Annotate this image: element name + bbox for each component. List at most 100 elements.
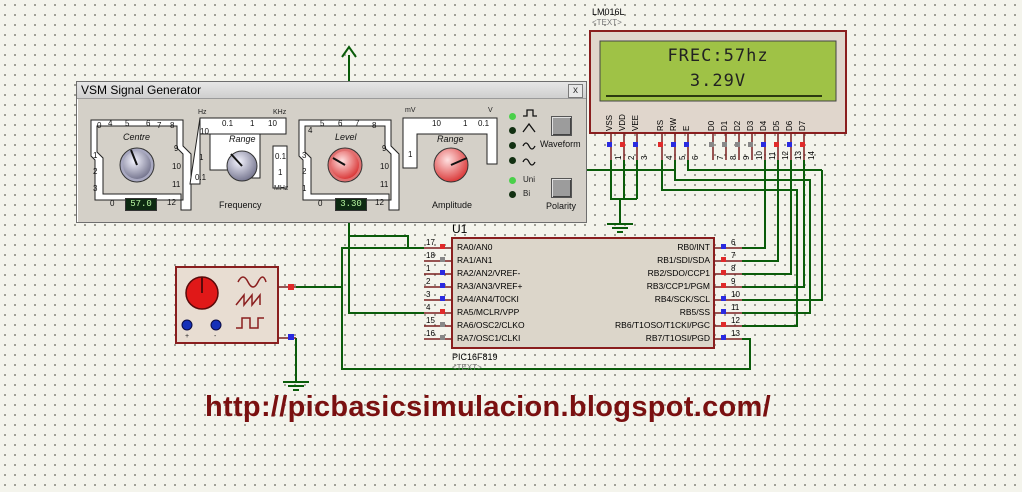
mcu-left-pin-number: 15 xyxy=(426,316,435,325)
lcd-pin-label: RS xyxy=(656,119,665,131)
power-terminal[interactable] xyxy=(341,45,357,81)
lcd-part-label: LM016L xyxy=(592,7,625,17)
lcd-display: FREC:57hz 3.29V xyxy=(596,42,840,100)
mcu-right-pin-number: 7 xyxy=(731,251,736,260)
lcd-pin-label: D4 xyxy=(759,120,768,131)
frequency-unit-mhz: MHz xyxy=(274,185,289,192)
mcu-left-pin-label: RA7/OSC1/CLKI xyxy=(457,333,521,343)
lcd-pin-number: 6 xyxy=(691,155,700,160)
lcd-pin-number: 5 xyxy=(678,155,687,160)
mcu-right-pin-label: RB2/SDO/CCP1 xyxy=(647,268,710,278)
mcu-right-pin-number: 11 xyxy=(731,303,740,312)
lcd-pin-number: 7 xyxy=(716,155,725,160)
lcd-pin-label: D1 xyxy=(720,120,729,131)
waveform-button[interactable] xyxy=(551,116,572,136)
mcu-left-pin-number: 1 xyxy=(426,264,431,273)
mcu-right-pin-label: RB7/T1OSI/PGD xyxy=(645,333,710,343)
mcu-ref: U1 xyxy=(452,222,468,236)
lcd-pin-label: D5 xyxy=(772,120,781,131)
mcu-text-tag: <TEXT> xyxy=(452,363,482,372)
signal-generator-symbol[interactable] xyxy=(175,266,279,344)
amplitude-unit-v: V xyxy=(488,107,493,114)
mcu-left-pin-number: 18 xyxy=(426,251,435,260)
mcu-right-pin-number: 8 xyxy=(731,264,736,273)
lcd-pin-number: 8 xyxy=(729,155,738,160)
amplitude-section-label: Amplitude xyxy=(432,200,473,210)
lcd-pin-label: VDD xyxy=(618,114,627,131)
mcu-right-pin-number: 9 xyxy=(731,277,736,286)
mcu-left-pin-number: 2 xyxy=(426,277,431,286)
mcu-right-pin-number: 10 xyxy=(731,290,740,299)
mcu-part: PIC16F819 xyxy=(452,352,498,362)
lcd-pin-number: 3 xyxy=(640,155,649,160)
vsm-signal-generator-window[interactable]: VSM Signal Generator x xyxy=(76,81,587,223)
lcd-pin-label: D7 xyxy=(798,120,807,131)
frequency-unit-hz: Hz xyxy=(198,109,207,116)
vsm-title-bar[interactable]: VSM Signal Generator xyxy=(77,82,586,99)
lcd-pin-number: 12 xyxy=(781,151,790,160)
lcd-pin-label: D6 xyxy=(785,120,794,131)
waveform-square-led xyxy=(509,113,516,120)
lcd-pin-number: 14 xyxy=(807,151,816,160)
lcd-text-tag: <TEXT> xyxy=(592,18,622,27)
mcu-right-pin-label: RB1/SDI/SDA xyxy=(657,255,710,265)
mcu-right-pin-label: RB5/SS xyxy=(679,307,710,317)
generator-minus-label: - xyxy=(214,333,217,340)
mcu-left-pin-number: 4 xyxy=(426,303,431,312)
lcd-pin-number: 4 xyxy=(665,155,674,160)
mcu-chip[interactable] xyxy=(451,237,715,349)
amplitude-range-label: Range xyxy=(437,134,464,144)
lcd-pin-label: E xyxy=(682,125,691,131)
mcu-left-pin-label: RA0/AN0 xyxy=(457,242,493,252)
lcd-pin-label: VEE xyxy=(631,114,640,131)
lcd-pin-label: D2 xyxy=(733,120,742,131)
mcu-right-pin-number: 6 xyxy=(731,238,736,247)
mcu-right-pin-label: RB4/SCK/SCL xyxy=(654,294,710,304)
waveform-sine-led xyxy=(509,142,516,149)
mcu-left-pin-label: RA2/AN2/VREF- xyxy=(457,268,521,278)
polarity-button-label: Polarity xyxy=(546,201,577,211)
level-label: Level xyxy=(335,132,357,142)
generator-plus-label: + xyxy=(185,333,190,340)
mcu-left-pin-number: 17 xyxy=(426,238,435,247)
vsm-title: VSM Signal Generator xyxy=(81,83,202,97)
lcd-pin-number: 9 xyxy=(742,155,751,160)
frequency-range-label: Range xyxy=(229,134,256,144)
lcd-pin-label: VSS xyxy=(605,114,614,131)
lcd-pin-label: RW xyxy=(669,117,678,131)
centre-value-display: 57.0 xyxy=(125,198,157,211)
mcu-left-pin-number: 3 xyxy=(426,290,431,299)
lcd-pin-number: 10 xyxy=(755,151,764,160)
polarity-button[interactable] xyxy=(551,178,572,198)
polarity-bi-led xyxy=(509,191,516,198)
centre-label: Centre xyxy=(123,132,151,142)
lcd-pin-label: D3 xyxy=(746,120,755,131)
polarity-uni-label: Uni xyxy=(523,175,536,184)
polarity-bi-label: Bi xyxy=(523,189,531,198)
mcu-left-pin-label: RA1/AN1 xyxy=(457,255,493,265)
mcu-right-pin-number: 12 xyxy=(731,316,740,325)
mcu-right-pin-label: RB0/INT xyxy=(677,242,710,252)
mcu-right-pin-number: 13 xyxy=(731,329,740,338)
lcd-pin-label: D0 xyxy=(707,120,716,131)
waveform-other-led xyxy=(509,157,516,164)
polarity-uni-led xyxy=(509,177,516,184)
mcu-left-pin-label: RA6/OSC2/CLKO xyxy=(457,320,525,330)
lcd-module[interactable] xyxy=(589,30,847,134)
blog-url[interactable]: http://picbasicsimulacion.blogspot.com/ xyxy=(205,391,771,423)
mcu-left-pin-number: 16 xyxy=(426,329,435,338)
lcd-pin-number: 13 xyxy=(794,151,803,160)
mcu-right-pin-label: RB3/CCP1/PGM xyxy=(646,281,710,291)
waveform-triangle-led xyxy=(509,127,516,134)
frequency-unit-khz: KHz xyxy=(273,109,287,116)
frequency-section-label: Frequency xyxy=(219,200,262,210)
mcu-left-pin-label: RA5/MCLR/VPP xyxy=(457,307,520,317)
lcd-pin-number: 1 xyxy=(614,155,623,160)
amplitude-unit-mv: mV xyxy=(405,107,416,114)
close-button[interactable]: x xyxy=(568,84,583,98)
mcu-left-pin-label: RA4/AN4/T0CKI xyxy=(457,294,519,304)
mcu-left-pin-label: RA3/AN3/VREF+ xyxy=(457,281,523,291)
lcd-line-2: 3.29V xyxy=(689,71,747,91)
waveform-button-label: Waveform xyxy=(540,139,581,149)
